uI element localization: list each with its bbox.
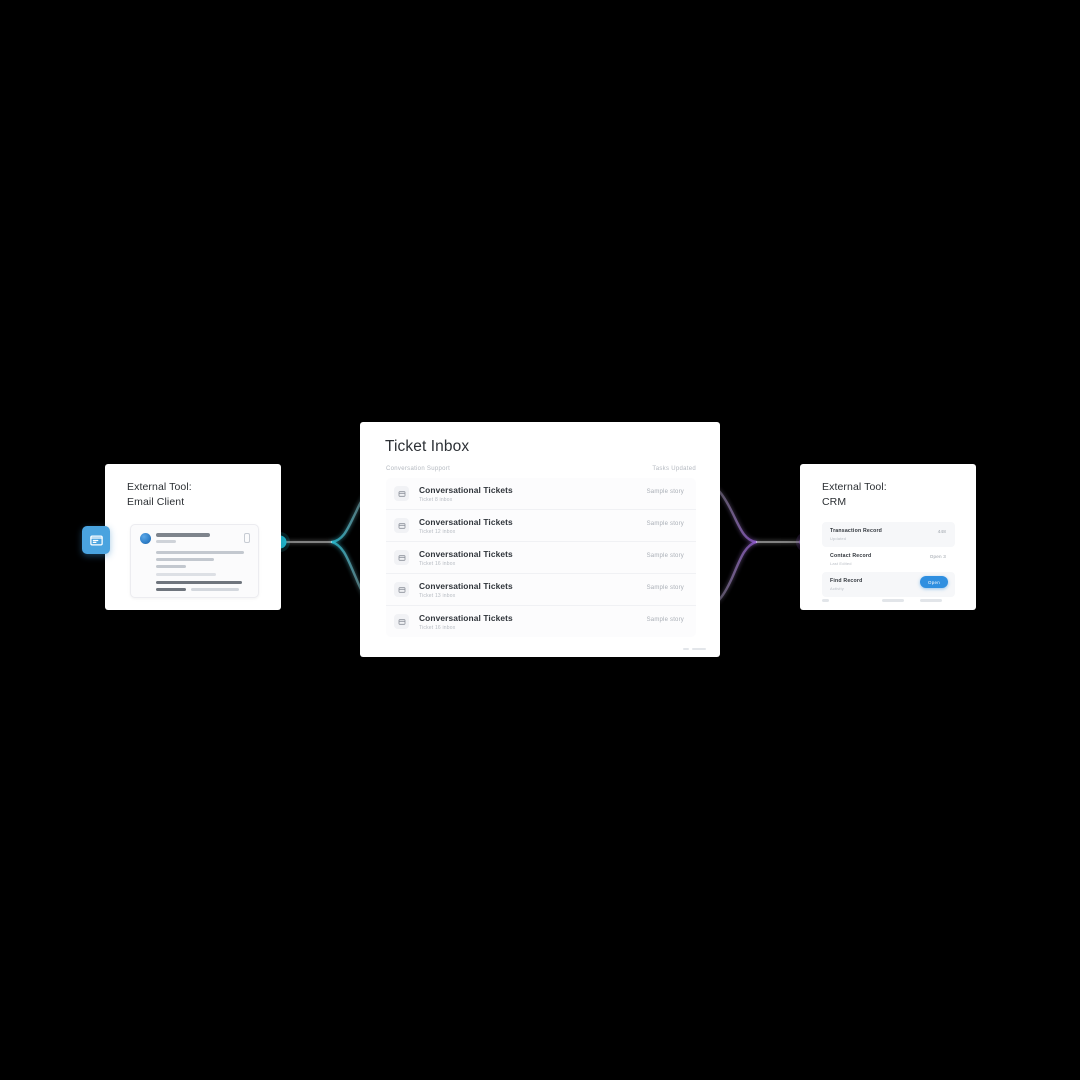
avatar <box>140 533 151 544</box>
crm-row-title: Find Record <box>830 578 863 584</box>
crm-row-title: Transaction Record <box>830 528 883 534</box>
email-client-title: External Tool: Email Client <box>127 481 192 508</box>
ticket-subtitle: Ticket 13 inbox <box>419 592 456 599</box>
ticket-subtitle: Ticket 16 inbox <box>419 560 456 567</box>
inbox-subtitle: Conversation Support <box>386 466 451 472</box>
crm-row-meta: Open 3 <box>929 554 946 559</box>
email-sender-line <box>156 533 210 537</box>
email-subject-line <box>156 540 176 543</box>
ticket-meta: Sample story <box>646 553 684 559</box>
ticket-title: Conversational Tickets <box>419 613 513 623</box>
ticket-icon <box>394 550 409 565</box>
list-item[interactable]: Contact Record Last Edited Open 3 <box>822 547 955 572</box>
ticket-icon <box>394 582 409 597</box>
ticket-title: Conversational Tickets <box>419 517 513 527</box>
crm-open-button[interactable]: Open <box>920 576 948 588</box>
ticket-title: Conversational Tickets <box>419 581 513 591</box>
ticket-subtitle: Ticket 12 inbox <box>419 528 456 535</box>
mail-icon[interactable] <box>82 526 110 554</box>
left-connector-paths <box>279 490 370 602</box>
ticket-title: Conversational Tickets <box>419 549 513 559</box>
ticket-icon <box>394 486 409 501</box>
email-body-line <box>156 558 214 561</box>
email-body-line <box>156 565 186 568</box>
list-item[interactable]: Find Record Activity Open <box>822 572 955 597</box>
page-title: Ticket Inbox <box>385 438 470 455</box>
table-row[interactable]: Conversational Tickets Ticket 12 inbox S… <box>386 510 696 542</box>
right-connector-paths <box>716 488 808 603</box>
external-tool-crm-card[interactable]: External Tool: CRM Transaction Record Up… <box>800 464 976 610</box>
email-body-line <box>156 581 242 585</box>
email-body-line <box>156 588 186 592</box>
ticket-subtitle: Ticket 16 inbox <box>419 624 456 631</box>
ticket-title: Conversational Tickets <box>419 485 513 495</box>
crm-title: External Tool: CRM <box>822 481 887 508</box>
ticket-meta: Sample story <box>646 585 684 591</box>
ticket-inbox-panel[interactable]: Ticket Inbox Conversation Support Tasks … <box>360 422 720 657</box>
table-row[interactable]: Conversational Tickets Ticket 16 inbox S… <box>386 542 696 574</box>
crm-row-title: Contact Record <box>830 553 872 559</box>
crm-footer <box>822 596 955 604</box>
ticket-icon <box>394 614 409 629</box>
table-row[interactable]: Conversational Tickets Ticket 16 inbox S… <box>386 606 696 637</box>
crm-list: Transaction Record Updated 448 Contact R… <box>822 522 955 597</box>
ticket-list: Conversational Tickets Ticket 8 inbox Sa… <box>386 478 696 637</box>
external-tool-email-client-card[interactable]: External Tool: Email Client <box>105 464 281 610</box>
inbox-footer <box>683 647 706 650</box>
crm-row-subtitle: Activity <box>830 586 844 591</box>
ticket-meta: Sample story <box>646 617 684 623</box>
list-item[interactable]: Transaction Record Updated 448 <box>822 522 955 547</box>
crm-row-subtitle: Updated <box>830 536 847 541</box>
email-body-line <box>156 573 216 576</box>
ticket-meta: Sample story <box>646 521 684 527</box>
email-body-line <box>156 551 244 554</box>
ticket-subtitle: Ticket 8 inbox <box>419 496 453 503</box>
table-row[interactable]: Conversational Tickets Ticket 8 inbox Sa… <box>386 478 696 510</box>
ticket-icon <box>394 518 409 533</box>
email-action-icon[interactable] <box>244 533 250 543</box>
email-body-line <box>191 588 239 591</box>
inbox-meta: Tasks Updated <box>652 466 696 472</box>
crm-row-meta: 448 <box>937 529 946 534</box>
ticket-meta: Sample story <box>646 489 684 495</box>
table-row[interactable]: Conversational Tickets Ticket 13 inbox S… <box>386 574 696 606</box>
crm-row-subtitle: Last Edited <box>830 561 852 566</box>
email-preview-card[interactable] <box>130 524 259 598</box>
